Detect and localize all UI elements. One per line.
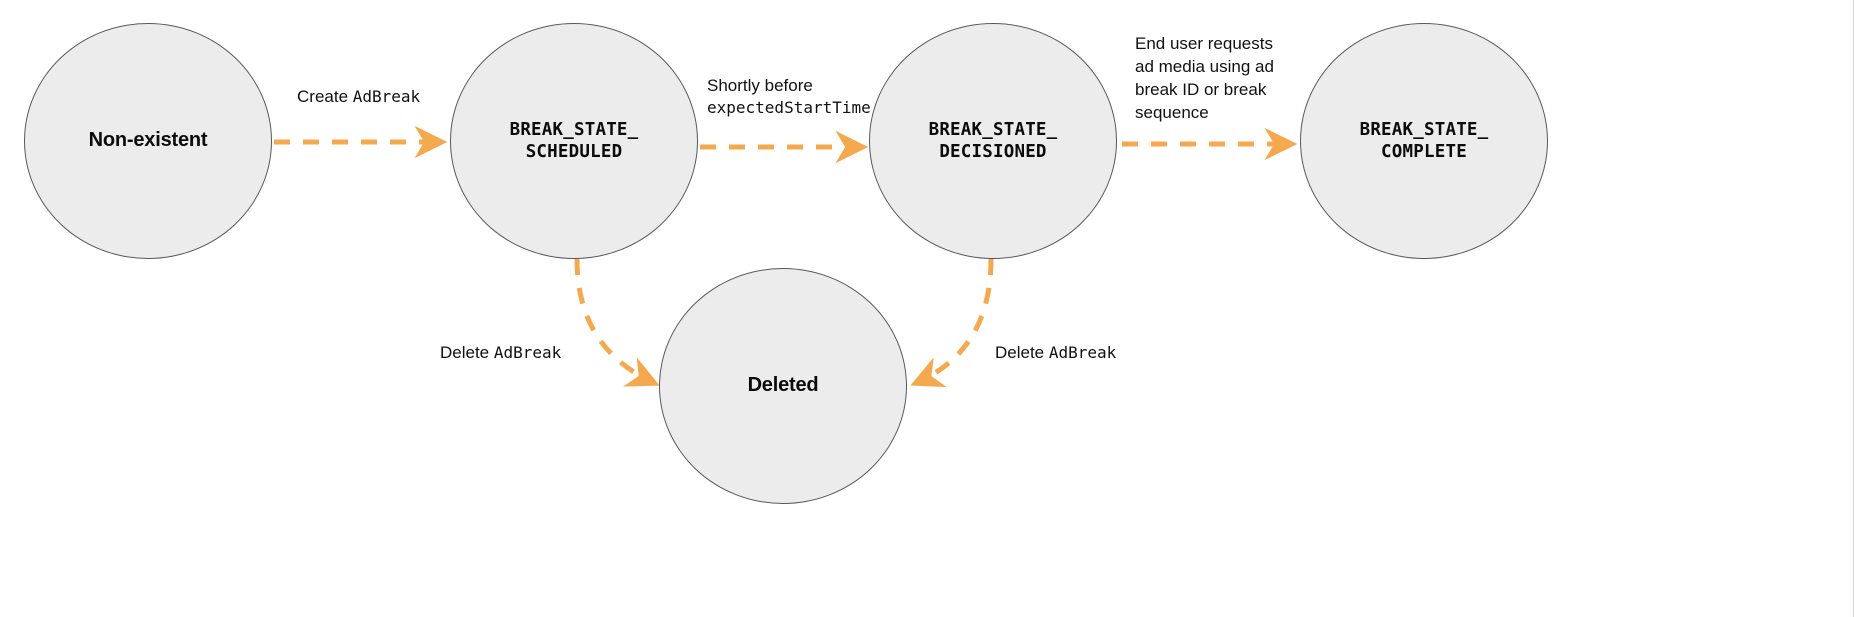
state-node-label: Deleted — [747, 374, 819, 397]
edge-delete-adbreak-from-decisioned — [910, 258, 994, 388]
edge-label-part: ad media using ad — [1135, 57, 1274, 77]
edge-delete-adbreak-from-scheduled — [574, 258, 660, 387]
edge-label-part: break ID or break — [1135, 80, 1267, 100]
edge-label-part: End user requests — [1135, 34, 1273, 53]
state-node-break-state-scheduled[interactable]: BREAK_STATE_ SCHEDULED — [450, 23, 698, 259]
edge-label-delete-adbreak-from-scheduled: Delete AdBreak — [440, 342, 561, 364]
edge-label-end-user-requests-ad-media: End user requests ad media using ad brea… — [1135, 32, 1274, 124]
state-node-label: BREAK_STATE_ SCHEDULED — [509, 119, 639, 162]
edge-label-part: Delete — [440, 343, 494, 362]
state-node-deleted[interactable]: Deleted — [659, 268, 907, 504]
state-node-label: Non-existent — [88, 129, 208, 152]
page-edge-divider — [1853, 0, 1854, 617]
edge-label-create-adbreak: Create AdBreak — [297, 86, 420, 108]
edge-label-part: AdBreak — [352, 87, 421, 106]
state-node-label: BREAK_STATE_ DECISIONED — [928, 119, 1058, 162]
state-node-non-existent[interactable]: Non-existent — [24, 23, 272, 259]
state-node-break-state-decisioned[interactable]: BREAK_STATE_ DECISIONED — [869, 23, 1117, 259]
edge-label-part: sequence — [1135, 103, 1209, 123]
edge-label-part: Delete — [995, 343, 1049, 362]
edge-label-delete-adbreak-from-decisioned: Delete AdBreak — [995, 342, 1116, 364]
state-node-break-state-complete[interactable]: BREAK_STATE_ COMPLETE — [1300, 23, 1548, 259]
edge-label-part: Shortly before — [707, 76, 813, 95]
state-node-label: BREAK_STATE_ COMPLETE — [1359, 119, 1489, 162]
edge-label-part: expectedStartTime — [707, 98, 871, 118]
edge-label-part: AdBreak — [493, 343, 562, 362]
edge-label-part: Create — [297, 87, 353, 106]
edge-label-part: AdBreak — [1048, 343, 1117, 362]
edge-label-shortly-before-expected-start-time: Shortly before expectedStartTime — [707, 75, 871, 119]
